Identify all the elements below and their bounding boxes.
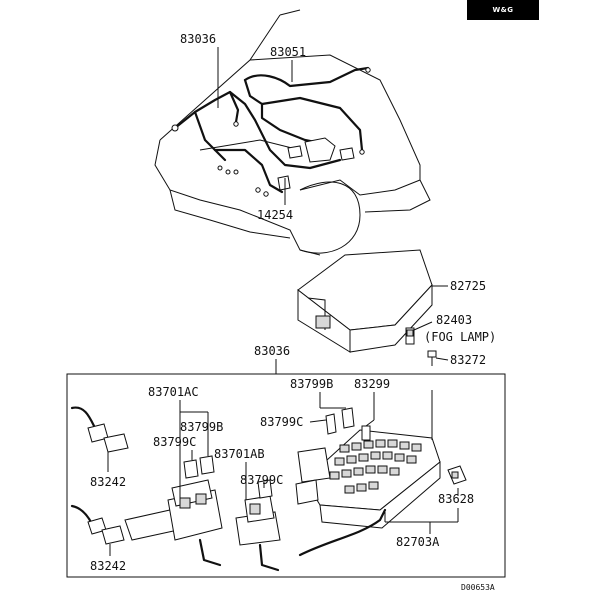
label-83701AC: 83701AC: [148, 385, 199, 399]
main-fuse-box-82703A: [295, 407, 441, 557]
label-83036-mid: 83036: [254, 344, 290, 358]
connector-83242-top: [70, 406, 129, 453]
label-83799C-right: 83799C: [260, 415, 303, 429]
wiring-harness-83051: [243, 66, 371, 155]
fuse-grid: [329, 439, 422, 494]
diagram-code: D00653A: [461, 583, 495, 592]
part-83628: [447, 465, 467, 485]
car-body-outline: [154, 9, 431, 256]
label-83242-top: 83242: [90, 475, 126, 489]
relay-block-left: [124, 455, 223, 567]
label-83299: 83299: [354, 377, 390, 391]
detail-frame: [66, 373, 506, 578]
label-82725: 82725: [450, 279, 486, 293]
label-83799B-left: 83799B: [180, 420, 223, 434]
label-83799C-left: 83799C: [153, 435, 196, 449]
label-83628: 83628: [438, 492, 474, 506]
label-83036-top: 83036: [180, 32, 216, 46]
fuse-box-cover-82725: [297, 249, 433, 353]
label-fog-lamp: (FOG LAMP): [424, 330, 496, 344]
harness-relay-box: [277, 137, 355, 191]
label-83799B-right: 83799B: [290, 377, 333, 391]
label-83799C-mid: 83799C: [240, 473, 283, 487]
relay-block-middle: [235, 479, 281, 572]
label-83701AB: 83701AB: [214, 447, 265, 461]
bolt-83272: [427, 350, 437, 366]
label-83242-bottom: 83242: [90, 559, 126, 573]
watermark-badge: W&G: [467, 0, 539, 20]
wiring-harness-83036: [171, 90, 342, 197]
fuse-82403: [405, 327, 415, 345]
label-83051: 83051: [270, 45, 306, 59]
label-14254: 14254: [257, 208, 293, 222]
label-82403: 82403: [436, 313, 472, 327]
connector-83242-bottom: [70, 504, 125, 545]
label-82703A: 82703A: [396, 535, 440, 549]
label-83272: 83272: [450, 353, 486, 367]
